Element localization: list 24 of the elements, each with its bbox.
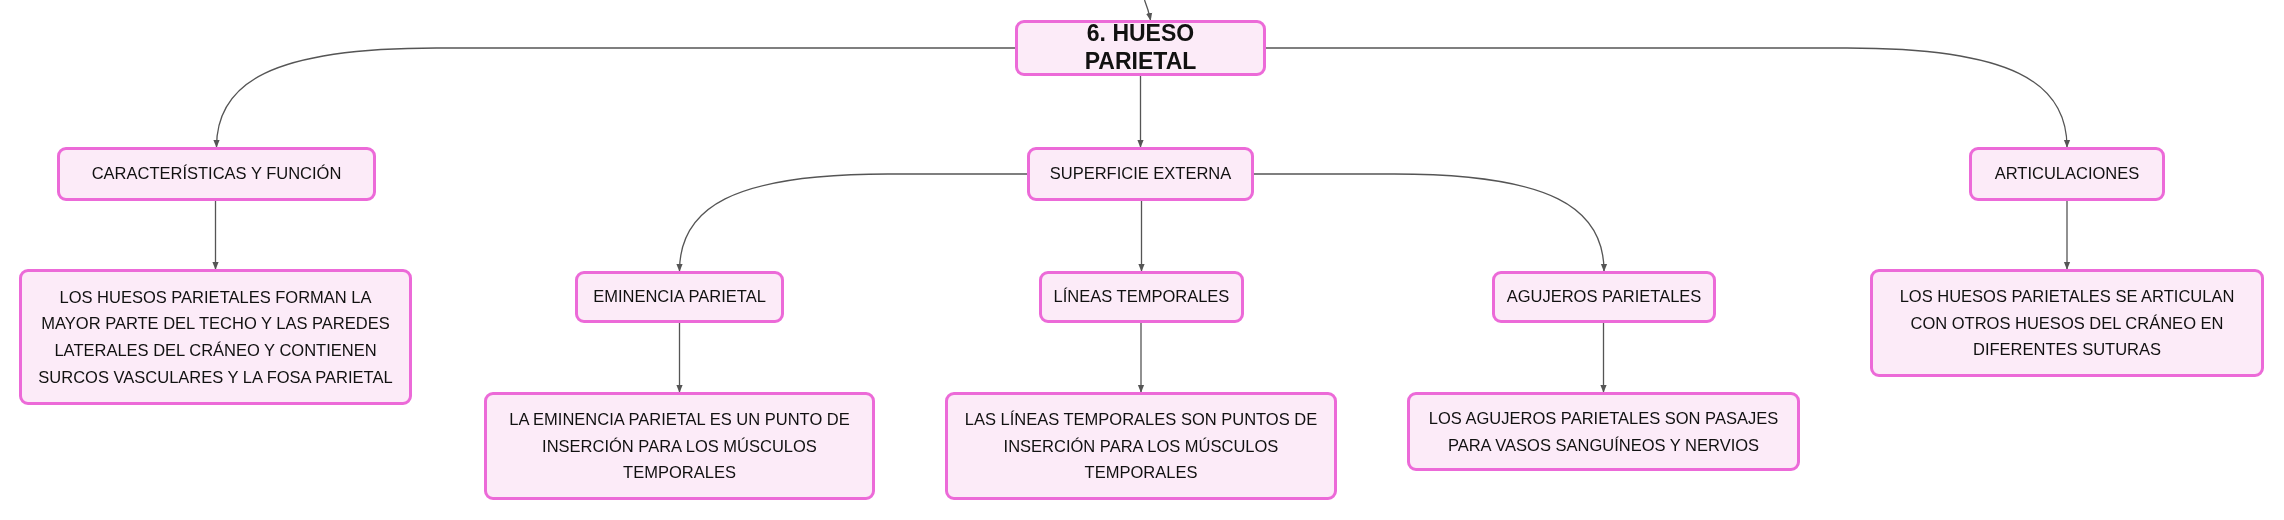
topic-box: AGUJEROS PARIETALES bbox=[1492, 271, 1716, 323]
connector-arrow bbox=[1137, 75, 1144, 148]
connector-arrow bbox=[213, 47, 1016, 148]
note-box: LA EMINENCIA PARIETAL ES UN PUNTO DE INSERCIÓN PARA LOS MÚSCULOS TEMPORALES bbox=[484, 392, 875, 500]
note-box: LAS LÍNEAS TEMPORALES SON PUNTOS DE INSERCIÓN PARA LOS MÚSCULOS TEMPORALES bbox=[945, 392, 1337, 500]
topic-box: EMINENCIA PARIETAL bbox=[575, 271, 784, 323]
connector-arrow bbox=[1600, 322, 1607, 393]
topic-box: LÍNEAS TEMPORALES bbox=[1039, 271, 1244, 323]
topic-box: CARACTERÍSTICAS Y FUNCIÓN bbox=[57, 147, 376, 201]
connector-arrow bbox=[1138, 200, 1145, 272]
connector-arrow bbox=[2063, 200, 2071, 270]
note-box: LOS HUESOS PARIETALES FORMAN LA MAYOR PARTE DEL TECHO Y LAS PAREDES LATERALES DEL CRÁNEO Y CONTIENEN SURCOS VASCULARES Y LA FOSA PARIETAL bbox=[19, 269, 412, 405]
connector-arrow bbox=[1143, 0, 1153, 21]
connector-arrow bbox=[1137, 322, 1145, 393]
central-topic-box: 6. HUESO PARIETAL bbox=[1015, 20, 1266, 76]
note-box: LOS AGUJEROS PARIETALES SON PASAJES PARA VASOS SANGUÍNEOS Y NERVIOS bbox=[1407, 392, 1800, 471]
connector-arrow bbox=[1265, 47, 2070, 148]
connector-arrow bbox=[1253, 173, 1607, 272]
topic-box: SUPERFICIE EXTERNA bbox=[1027, 147, 1254, 201]
connector-arrow bbox=[676, 173, 1028, 272]
topic-box: ARTICULACIONES bbox=[1969, 147, 2165, 201]
note-box: LOS HUESOS PARIETALES SE ARTICULAN CON OTROS HUESOS DEL CRÁNEO EN DIFERENTES SUTURAS bbox=[1870, 269, 2264, 377]
connector-arrow bbox=[212, 200, 219, 270]
connector-arrow bbox=[676, 322, 683, 393]
